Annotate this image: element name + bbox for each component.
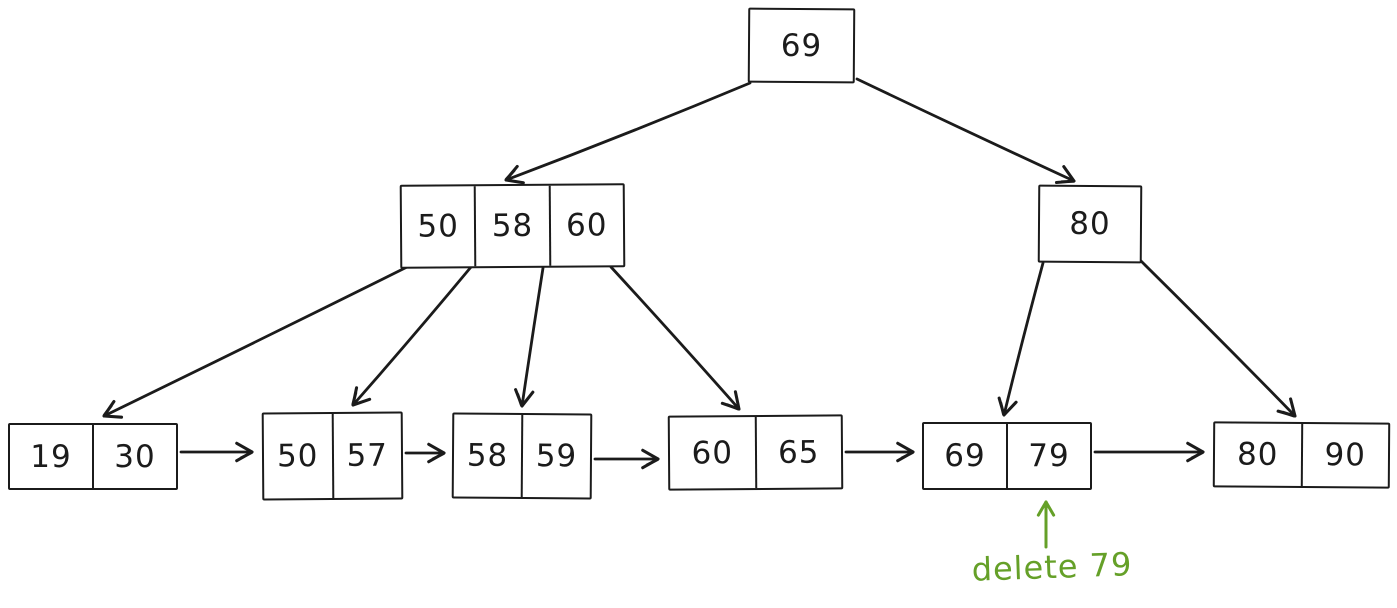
- leaf-node-5: 69 79: [922, 422, 1092, 490]
- edge-internal-left-to-leaf-4: [609, 265, 741, 411]
- key-cell: 60: [691, 434, 734, 471]
- key-cell: 69: [944, 438, 986, 474]
- key-cell: 90: [1300, 423, 1389, 487]
- internal-node-right: 80: [1037, 184, 1143, 264]
- key-cell: 79: [1006, 424, 1090, 488]
- key-cell: 69: [780, 27, 823, 64]
- key-cell: 50: [417, 208, 460, 245]
- key-cell: 59: [520, 414, 591, 498]
- key-cell: 80: [1236, 436, 1279, 473]
- leaf-node-1: 19 30: [8, 423, 178, 490]
- leaf-node-3: 58 59: [451, 412, 593, 500]
- edge-internal-right-to-leaf-6: [1139, 259, 1297, 418]
- edge-internal-right-to-leaf-5: [997, 261, 1045, 417]
- leaf-node-4: 60 65: [667, 414, 844, 491]
- delete-annotation: delete 79: [951, 545, 1152, 590]
- edge-internal-left-to-leaf-1: [102, 265, 409, 419]
- key-cell: 60: [548, 185, 624, 266]
- edge-internal-left-to-leaf-3: [514, 266, 545, 408]
- root-node: 69: [747, 7, 856, 84]
- edge-internal-left-to-leaf-2: [351, 265, 473, 407]
- key-cell: 58: [474, 185, 549, 267]
- internal-node-left: 50 58 60: [399, 183, 626, 269]
- edge-root-to-internal-left: [504, 81, 752, 185]
- delete-annotation-label: delete 79: [971, 545, 1133, 589]
- key-cell: 65: [754, 416, 842, 489]
- key-cell: 57: [331, 413, 402, 499]
- leaf-node-6: 80 90: [1212, 421, 1391, 489]
- key-cell: 50: [276, 438, 319, 475]
- edge-root-to-internal-right: [855, 77, 1076, 185]
- key-cell: 19: [30, 438, 72, 475]
- key-cell: 30: [92, 425, 176, 488]
- key-cell: 80: [1069, 205, 1111, 243]
- key-cell: 58: [466, 437, 509, 474]
- leaf-node-2: 50 57: [261, 411, 404, 501]
